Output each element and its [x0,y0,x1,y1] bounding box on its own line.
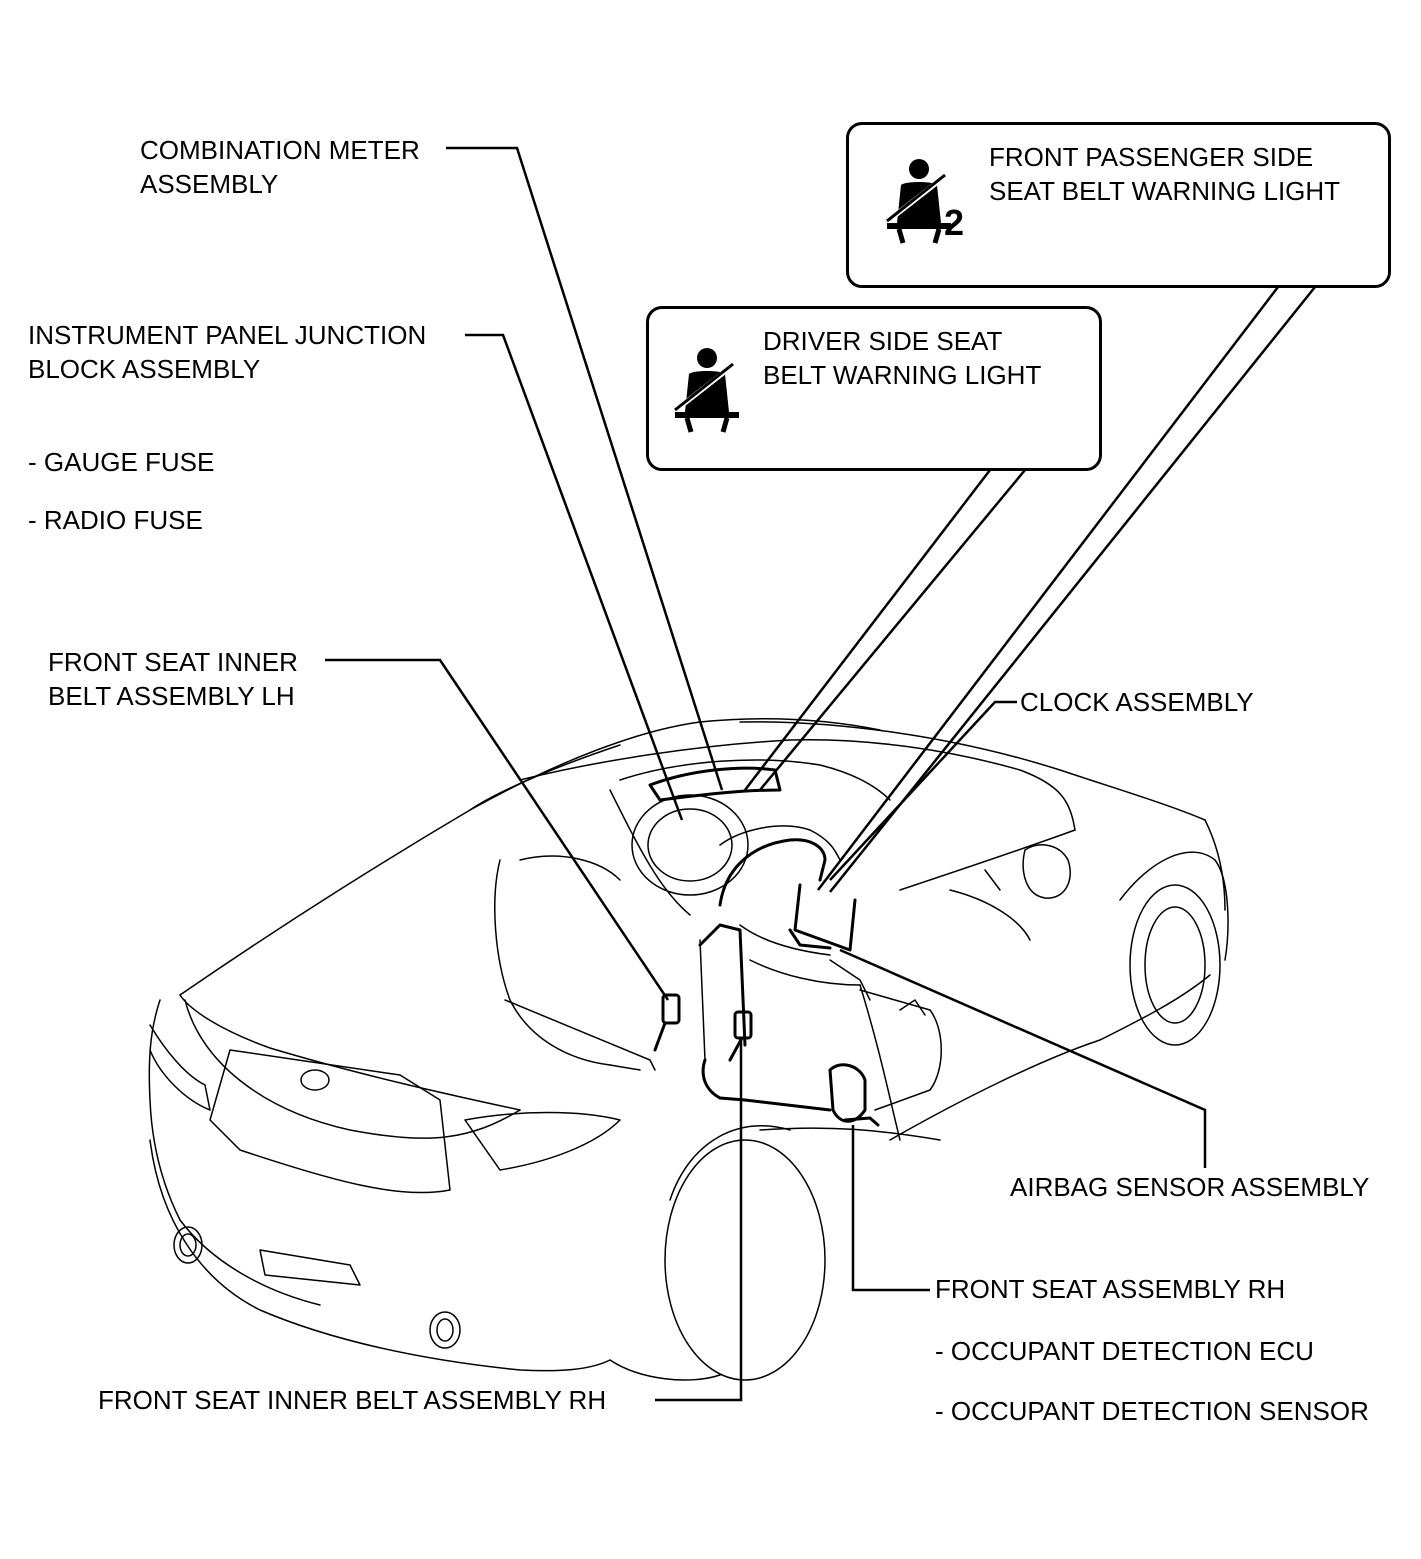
label-occupant-detection-sensor: - OCCUPANT DETECTION SENSOR [935,1396,1369,1426]
label-radio-fuse: - RADIO FUSE [28,505,203,535]
seat-belt-warning-icon [674,348,739,433]
console-shape [718,838,827,907]
leader-driver-light-b [759,469,1026,791]
leader-clock [829,700,1017,881]
label-instrument-panel-junction-block: INSTRUMENT PANEL JUNCTION BLOCK ASSEMBLY [28,320,427,384]
label-front-seat-inner-belt-rh: FRONT SEAT INNER BELT ASSEMBLY RH [98,1385,607,1415]
callout-passenger-text: FRONT PASSENGER SIDE SEAT BELT WARNING L… [989,142,1341,206]
label-front-seat-inner-belt-lh: FRONT SEAT INNER BELT ASSEMBLY LH [48,647,298,711]
inner-belt-lh-shape [661,993,681,1025]
leader-combination-meter [446,146,724,791]
leader-passenger-light-a [817,286,1279,891]
label-clock-assembly: CLOCK ASSEMBLY [1020,687,1254,717]
callout-driver-text: DRIVER SIDE SEAT BELT WARNING LIGHT [763,326,1042,390]
label-combination-meter: COMBINATION METER ASSEMBLY [140,135,420,199]
callout-passenger-icon-suffix: 2 [944,202,965,243]
leader-passenger-light-b [829,286,1316,893]
leader-inner-belt-lh [325,658,670,1001]
label-occupant-detection-ecu: - OCCUPANT DETECTION ECU [935,1336,1314,1366]
callout-driver-seat-belt-light: DRIVER SIDE SEAT BELT WARNING LIGHT [646,306,1102,471]
leader-lines [325,146,1316,1402]
leader-driver-light-a [744,469,991,791]
passenger-seat-shape [828,1063,867,1123]
leader-front-seat-rh [851,1125,930,1292]
label-gauge-fuse: - GAUGE FUSE [28,447,215,477]
leader-airbag-sensor [839,948,1207,1168]
car-outline [148,717,1229,1381]
leader-inner-belt-rh [655,1040,743,1402]
leader-junction-block [465,333,684,821]
callout-passenger-seat-belt-light: 2 FRONT PASSENGER SIDE SEAT BELT WARNING… [846,122,1391,288]
label-front-seat-assembly-rh: FRONT SEAT ASSEMBLY RH [935,1274,1286,1304]
label-airbag-sensor-assembly: AIRBAG SENSOR ASSEMBLY [1010,1172,1370,1202]
seat-belt-warning-icon [886,159,951,244]
component-outlines [648,766,880,1127]
combination-meter-shape [648,766,782,802]
driver-seat-shape [698,923,747,1047]
